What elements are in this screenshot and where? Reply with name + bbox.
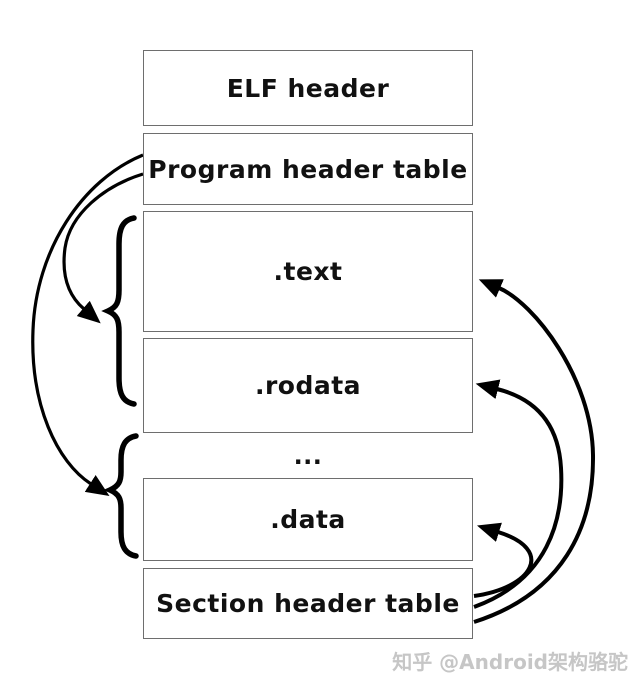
block-program-header-table-label: Program header table: [148, 154, 468, 184]
block-section-header-table-label: Section header table: [156, 589, 460, 618]
block-rodata-section-label: .rodata: [254, 371, 362, 400]
arrow-shtable-to-text: [473, 279, 596, 624]
block-program-header-table: Program header table: [143, 133, 473, 205]
block-ellipsis-label: ...: [293, 441, 323, 470]
block-data-section-label: .data: [270, 505, 346, 534]
block-section-header-table: Section header table: [143, 568, 473, 639]
arrow-shtable-to-rodata: [473, 379, 564, 609]
block-elf-header-label: ELF header: [226, 73, 390, 103]
watermark: 知乎 @Android架构骆驼: [392, 650, 628, 674]
brace-text-rodata-group: [101, 215, 137, 407]
block-data-section: .data: [143, 478, 473, 561]
brace-ellipsis-data-group: [103, 433, 139, 559]
block-rodata-section: .rodata: [143, 338, 473, 433]
arrow-phtable-to-text-group: [62, 172, 144, 324]
block-ellipsis: ...: [143, 433, 473, 478]
block-text-section: .text: [143, 211, 473, 332]
arrow-phtable-to-data-group: [31, 153, 144, 496]
arrow-shtable-to-data: [473, 522, 534, 598]
block-elf-header: ELF header: [143, 50, 473, 126]
block-text-section-label: .text: [273, 257, 343, 286]
